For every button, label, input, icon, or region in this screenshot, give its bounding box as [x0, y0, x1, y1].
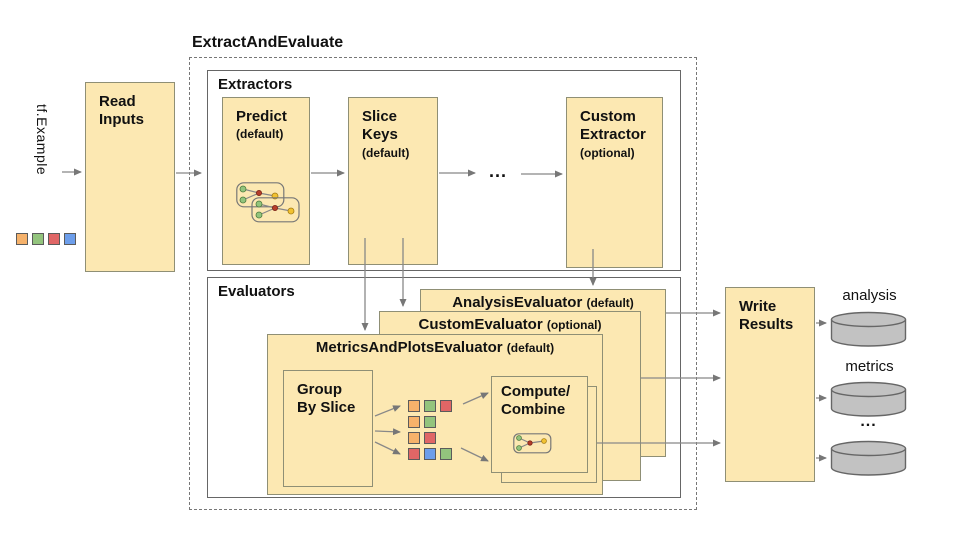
- slice-keys-label-line2: Keys: [362, 126, 398, 144]
- slice-keys-extractor-box: Slice Keys (default): [348, 97, 438, 265]
- red-example-square: [424, 432, 436, 444]
- diagram-title: ExtractAndEvaluate: [192, 34, 344, 51]
- group-by-slice-label-line1: Group: [297, 381, 342, 398]
- sliced-examples-grid: [408, 400, 452, 460]
- red-example-square: [408, 448, 420, 460]
- predict-label-qualifier: (default): [236, 127, 284, 142]
- metrics-evaluator-qualifier: (default): [506, 341, 555, 355]
- custom-extractor-label-line1: Custom: [580, 108, 636, 125]
- metrics-evaluator-label: MetricsAndPlotsEvaluator (default): [268, 335, 602, 356]
- read-inputs-label-line2: Inputs: [99, 111, 144, 129]
- extractors-section: Extractors: [207, 70, 681, 271]
- orange-example-square: [16, 233, 28, 245]
- analysis-evaluator-label: AnalysisEvaluator (default): [421, 290, 665, 311]
- slice-row: [408, 448, 452, 460]
- group-by-slice-box: Group By Slice: [283, 370, 373, 487]
- blue-example-square: [64, 233, 76, 245]
- custom-evaluator-qualifier: (optional): [546, 318, 602, 332]
- metrics-evaluator-name: MetricsAndPlotsEvaluator: [315, 339, 503, 356]
- input-example-squares: [16, 233, 76, 245]
- green-example-square: [32, 233, 44, 245]
- read-inputs-box: Read Inputs: [85, 82, 175, 272]
- analysis-database-icon: [830, 311, 907, 347]
- model-graph-icon: [236, 182, 300, 223]
- write-results-label-line2: Results: [739, 316, 794, 334]
- read-inputs-label: Read Inputs: [86, 83, 174, 130]
- predict-extractor-box: Predict (default): [222, 97, 310, 265]
- extractors-ellipsis: ...: [488, 161, 507, 181]
- custom-extractor-label: Custom Extractor (optional): [567, 98, 662, 160]
- custom-extractor-box: Custom Extractor (optional): [566, 97, 663, 268]
- write-results-label-line1: Write: [739, 298, 777, 315]
- orange-example-square: [408, 432, 420, 444]
- other-database-icon: [830, 440, 907, 476]
- compute-combine-label: Compute/ Combine: [492, 377, 587, 420]
- green-example-square: [424, 416, 436, 428]
- slice-row: [408, 432, 452, 444]
- write-results-label: Write Results: [726, 288, 814, 335]
- read-inputs-label-line1: Read: [99, 93, 136, 110]
- input-label: tf.Example: [34, 104, 50, 176]
- orange-example-square: [408, 400, 420, 412]
- group-by-slice-label: Group By Slice: [284, 371, 372, 418]
- compute-combine-label-line1: Compute/: [501, 383, 571, 400]
- custom-evaluator-label: CustomEvaluator (optional): [380, 312, 640, 333]
- slice-keys-label-line1: Slice: [362, 108, 398, 125]
- metrics-database-icon: [830, 381, 907, 417]
- custom-evaluator-name: CustomEvaluator: [418, 316, 543, 333]
- analysis-evaluator-qualifier: (default): [586, 296, 634, 310]
- slice-row: [408, 416, 452, 428]
- group-by-slice-label-line2: By Slice: [297, 399, 356, 417]
- slice-keys-label: Slice Keys (default): [349, 98, 437, 160]
- custom-extractor-label-line2: Extractor: [580, 126, 646, 144]
- evaluators-section-label: Evaluators: [218, 283, 295, 300]
- green-example-square: [424, 400, 436, 412]
- custom-extractor-label-qualifier: (optional): [580, 145, 635, 160]
- evaluators-section: Evaluators: [207, 277, 681, 498]
- analysis-evaluator-name: AnalysisEvaluator: [452, 294, 583, 311]
- compute-combine-box: Compute/ Combine: [491, 376, 588, 473]
- green-example-square: [440, 448, 452, 460]
- metrics-output-label: metrics: [845, 358, 894, 375]
- predict-label: Predict (default): [223, 98, 309, 142]
- outputs-ellipsis: ...: [860, 413, 877, 430]
- red-example-square: [440, 400, 452, 412]
- compute-combine-label-line2: Combine: [501, 401, 566, 419]
- extractors-section-label: Extractors: [218, 76, 293, 93]
- slice-row: [408, 400, 452, 412]
- analysis-output-label: analysis: [842, 287, 897, 304]
- extract-and-evaluate-container: [189, 57, 697, 510]
- write-results-box: Write Results: [725, 287, 815, 482]
- combine-graph-icon: [513, 433, 552, 454]
- blue-example-square: [424, 448, 436, 460]
- orange-example-square: [408, 416, 420, 428]
- predict-label-name: Predict: [236, 108, 287, 125]
- red-example-square: [48, 233, 60, 245]
- slice-keys-label-qualifier: (default): [362, 145, 410, 160]
